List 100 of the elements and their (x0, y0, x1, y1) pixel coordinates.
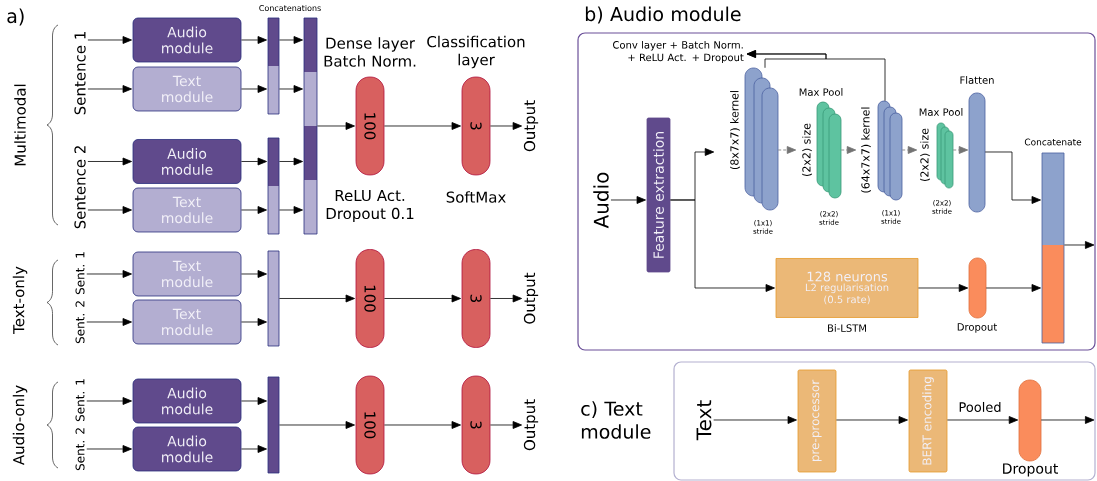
concatenation-bar (1041, 152, 1065, 344)
arrow (610, 196, 646, 204)
arrow (985, 284, 1041, 292)
arrow (1064, 241, 1095, 249)
leader-line (746, 50, 886, 102)
arrow (490, 421, 522, 429)
layer-caption: Max Pool (799, 88, 843, 96)
module-box: Text module (132, 251, 242, 297)
arrow (241, 397, 267, 405)
arrow (86, 270, 132, 278)
layer-pill: 100 (355, 249, 385, 348)
module-box: Text module (132, 299, 242, 345)
arrow (317, 122, 355, 130)
dashed-arrow (952, 146, 969, 154)
module-box: Text module (132, 187, 242, 233)
arrow (918, 284, 969, 292)
input-label: Text (696, 400, 712, 441)
layer-pill: 100 (355, 76, 385, 176)
output-label: Output (523, 399, 539, 451)
arrow (86, 445, 132, 453)
edge-label: Pooled (957, 400, 1003, 413)
layer-drawing (936, 122, 954, 189)
arrow (1040, 416, 1095, 424)
section-label: Concatenations (259, 4, 321, 12)
sentence-label: Sentence 2 (74, 146, 86, 229)
arrow (279, 36, 303, 44)
section-label: Text-only (12, 266, 28, 334)
layer-caption: (64x7x7) kernel (861, 107, 871, 193)
layer-box: 128 neurons L2 regularisation (0.5 rate) (775, 258, 919, 318)
sentence-label: Sent. 1 (75, 379, 85, 422)
layer-drawing (968, 92, 986, 213)
arrow (279, 85, 303, 93)
dashed-arrow (901, 146, 918, 154)
layer-pill: 3 (461, 375, 491, 475)
layer-pill: 3 (461, 76, 491, 176)
process-box: BERT encoding (908, 369, 948, 473)
output-label: Output (523, 100, 539, 152)
layer-caption: ReLU Act. Dropout 0.1 (326, 189, 414, 222)
section-label: Audio-only (12, 385, 28, 466)
arrow (87, 157, 132, 166)
concatenation-bar (267, 137, 280, 235)
section-label: a) (7, 8, 24, 26)
layer-caption: Dropout (1003, 463, 1058, 477)
layer-drawing (744, 67, 779, 211)
arrow (87, 206, 132, 214)
module-box: Text module (132, 66, 242, 112)
panel-heading: c) Text module (581, 401, 651, 439)
module-box: Audio module (132, 17, 242, 63)
layer-caption: Flatten (960, 76, 994, 84)
arrow (241, 36, 267, 44)
arrow (279, 206, 303, 214)
dashed-arrow (777, 146, 797, 154)
arrow (241, 445, 267, 453)
arrow (87, 85, 132, 93)
layer-pill: 100 (355, 375, 385, 475)
arrow (947, 416, 1019, 424)
arrow (279, 294, 355, 303)
arrow (86, 318, 132, 326)
layer-caption: SoftMax (446, 191, 506, 203)
module-box: Audio module (132, 139, 242, 184)
arrow (490, 122, 522, 130)
arrow (713, 416, 797, 424)
arrow (836, 416, 908, 424)
dashed-arrow (840, 146, 857, 154)
layer-drawing (877, 100, 903, 201)
sentence-label: Sentence 1 (74, 32, 86, 115)
input-label: Audio (593, 172, 609, 229)
section-label: Multimodal (14, 84, 26, 166)
process-box: Feature extraction (646, 117, 671, 273)
concatenation-bar (303, 17, 318, 235)
panel-heading: b) Audio module (585, 6, 741, 24)
arrow (241, 318, 267, 326)
arrow (384, 421, 461, 429)
concatenation-bar (267, 17, 280, 115)
layer-pill: 3 (461, 249, 491, 348)
annotation-text: Conv layer + Batch Norm. + ReLU Act. + Dropout (613, 40, 744, 64)
layer-caption: Dense layer Batch Norm. (324, 37, 416, 67)
layer-caption: Bi-LSTM (828, 324, 866, 332)
arrow (984, 151, 1041, 204)
arrow (279, 157, 303, 166)
arrow (241, 270, 267, 278)
arrow (384, 122, 461, 130)
layer-caption: (8x7x7) kernel (730, 91, 740, 170)
arrow (241, 157, 267, 166)
arrow (86, 397, 132, 405)
concatenation-bar (267, 376, 280, 474)
sentence-label: Sent. 2 (75, 428, 85, 471)
layer-drawing (816, 101, 842, 199)
module-box: Audio module (132, 426, 242, 472)
layer-caption: Dropout (957, 323, 997, 333)
arrow (384, 294, 461, 303)
layer-caption: (2x2) size (802, 123, 812, 176)
sentence-label: Sent. 2 (75, 301, 85, 344)
arrow (490, 294, 522, 303)
layer-drawing (968, 257, 987, 319)
arrow (670, 199, 775, 292)
layer-caption: Concatenate (1024, 138, 1082, 146)
concatenation-bar (267, 250, 280, 347)
output-label: Output (523, 272, 539, 324)
arrow (87, 36, 132, 44)
